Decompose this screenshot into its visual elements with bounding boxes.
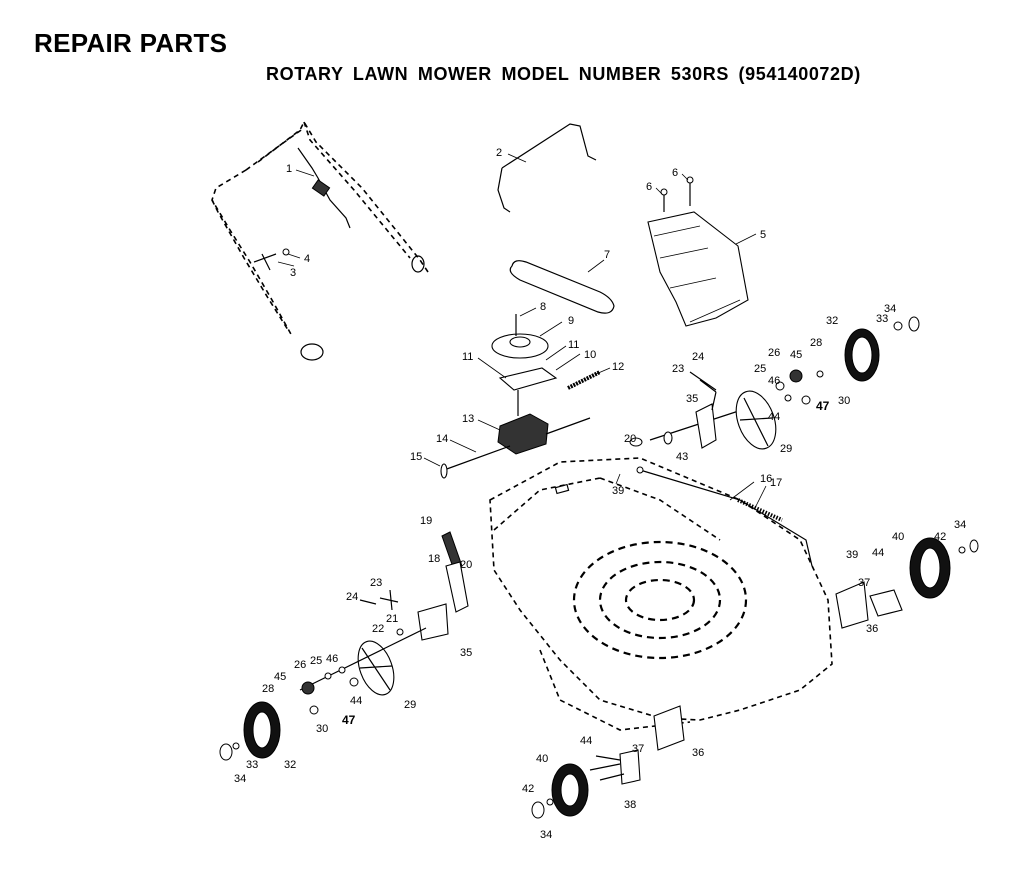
callout-label: 42 xyxy=(934,531,946,543)
callout-label: 33 xyxy=(246,759,258,771)
callout-label: 46 xyxy=(768,375,780,387)
callout-label: 18 xyxy=(428,553,440,565)
callout-label: 34 xyxy=(954,519,966,531)
callout-label: 32 xyxy=(284,759,296,771)
callout-label: 28 xyxy=(262,683,274,695)
callout-label: 8 xyxy=(540,301,546,313)
callout-label: 21 xyxy=(386,613,398,625)
callout-label: 25 xyxy=(310,655,322,667)
callout-label: 38 xyxy=(624,799,636,811)
chute-screws-part xyxy=(660,176,694,212)
callout-label: 26 xyxy=(294,659,306,671)
callout-label: 36 xyxy=(692,747,704,759)
callout-labels: 1 2 3 4 5 6 6 7 8 9 10 11 11 12 13 14 15… xyxy=(234,147,966,841)
callout-label: 44 xyxy=(768,411,780,423)
adjuster-spring-part xyxy=(737,498,783,522)
shift-rod-part xyxy=(567,370,601,390)
callout-label: 4 xyxy=(304,253,310,265)
callout-label: 46 xyxy=(326,653,338,665)
front-left-wheel-assembly xyxy=(531,705,685,819)
callout-label: 32 xyxy=(826,315,838,327)
callout-label: 34 xyxy=(884,303,896,315)
callout-label: 29 xyxy=(780,443,792,455)
callout-label: 30 xyxy=(838,395,850,407)
callout-label: 7 xyxy=(604,249,610,261)
leader-lines xyxy=(277,153,767,507)
callout-label: 24 xyxy=(692,351,704,363)
callout-label: 44 xyxy=(872,547,884,559)
page-title: REPAIR PARTS xyxy=(34,28,228,58)
rear-right-wheel-assembly xyxy=(629,316,920,450)
callout-label: 36 xyxy=(866,623,878,635)
callout-label: 11 xyxy=(462,351,473,363)
callout-label: 47 xyxy=(816,399,830,413)
callout-label: 47 xyxy=(342,713,356,727)
transmission-bracket-part xyxy=(498,367,558,391)
handle-knob-part xyxy=(253,248,290,271)
callout-label: 40 xyxy=(536,753,548,765)
control-cable-part xyxy=(297,147,351,229)
callout-label: 35 xyxy=(460,647,472,659)
callout-label: 13 xyxy=(462,413,474,425)
callout-label: 11 xyxy=(568,339,579,351)
height-adjuster-rod-part xyxy=(636,466,813,567)
callout-label: 34 xyxy=(540,829,552,841)
callout-label: 33 xyxy=(876,313,888,325)
callout-label: 9 xyxy=(568,315,574,327)
callout-label: 39 xyxy=(846,549,858,561)
callout-label: 14 xyxy=(436,433,448,445)
callout-label: 5 xyxy=(760,229,766,241)
drive-axle-part xyxy=(440,417,591,479)
callout-label: 39 xyxy=(612,485,624,497)
mower-deck-outline xyxy=(489,457,833,731)
callout-label: 43 xyxy=(676,451,688,463)
callout-label: 35 xyxy=(686,393,698,405)
callout-label: 25 xyxy=(754,363,766,375)
callout-label: 15 xyxy=(410,451,422,463)
callout-label: 23 xyxy=(370,577,382,589)
callout-label: 3 xyxy=(290,267,296,279)
callout-label: 20 xyxy=(624,433,636,445)
callout-label: 2 xyxy=(496,147,502,159)
callout-label: 6 xyxy=(646,181,652,193)
transmission-part xyxy=(497,390,549,455)
height-lever-part xyxy=(417,531,469,641)
rear-discharge-door-part xyxy=(647,211,749,327)
callout-label: 19 xyxy=(420,515,432,527)
callout-label: 37 xyxy=(632,743,644,755)
handle-outline xyxy=(211,120,429,361)
callout-label: 44 xyxy=(350,695,362,707)
drive-belt-part xyxy=(509,260,615,314)
callout-label: 22 xyxy=(372,623,384,635)
callout-label: 26 xyxy=(768,347,780,359)
callout-label: 23 xyxy=(672,363,684,375)
callout-label: 20 xyxy=(460,559,472,571)
callout-label: 12 xyxy=(612,361,624,373)
callout-label: 45 xyxy=(790,349,802,361)
callout-label: 16 xyxy=(760,473,772,485)
front-right-wheel-assembly xyxy=(835,537,979,629)
callout-label: 34 xyxy=(234,773,246,785)
callout-label: 28 xyxy=(810,337,822,349)
callout-label: 1 xyxy=(286,163,292,175)
callout-label: 40 xyxy=(892,531,904,543)
model-subtitle: ROTARY LAWN MOWER MODEL NUMBER 530RS (95… xyxy=(266,64,861,84)
callout-label: 44 xyxy=(580,735,592,747)
callout-label: 45 xyxy=(274,671,286,683)
pulley-part xyxy=(491,314,549,359)
callout-label: 30 xyxy=(316,723,328,735)
callout-label: 6 xyxy=(672,167,678,179)
rear-left-wheel-assembly xyxy=(219,589,427,761)
callout-label: 42 xyxy=(522,783,534,795)
bail-part xyxy=(497,123,597,213)
callout-label: 17 xyxy=(770,477,782,489)
callout-label: 10 xyxy=(584,349,596,361)
callout-label: 37 xyxy=(858,577,870,589)
callout-label: 29 xyxy=(404,699,416,711)
callout-label: 24 xyxy=(346,591,358,603)
